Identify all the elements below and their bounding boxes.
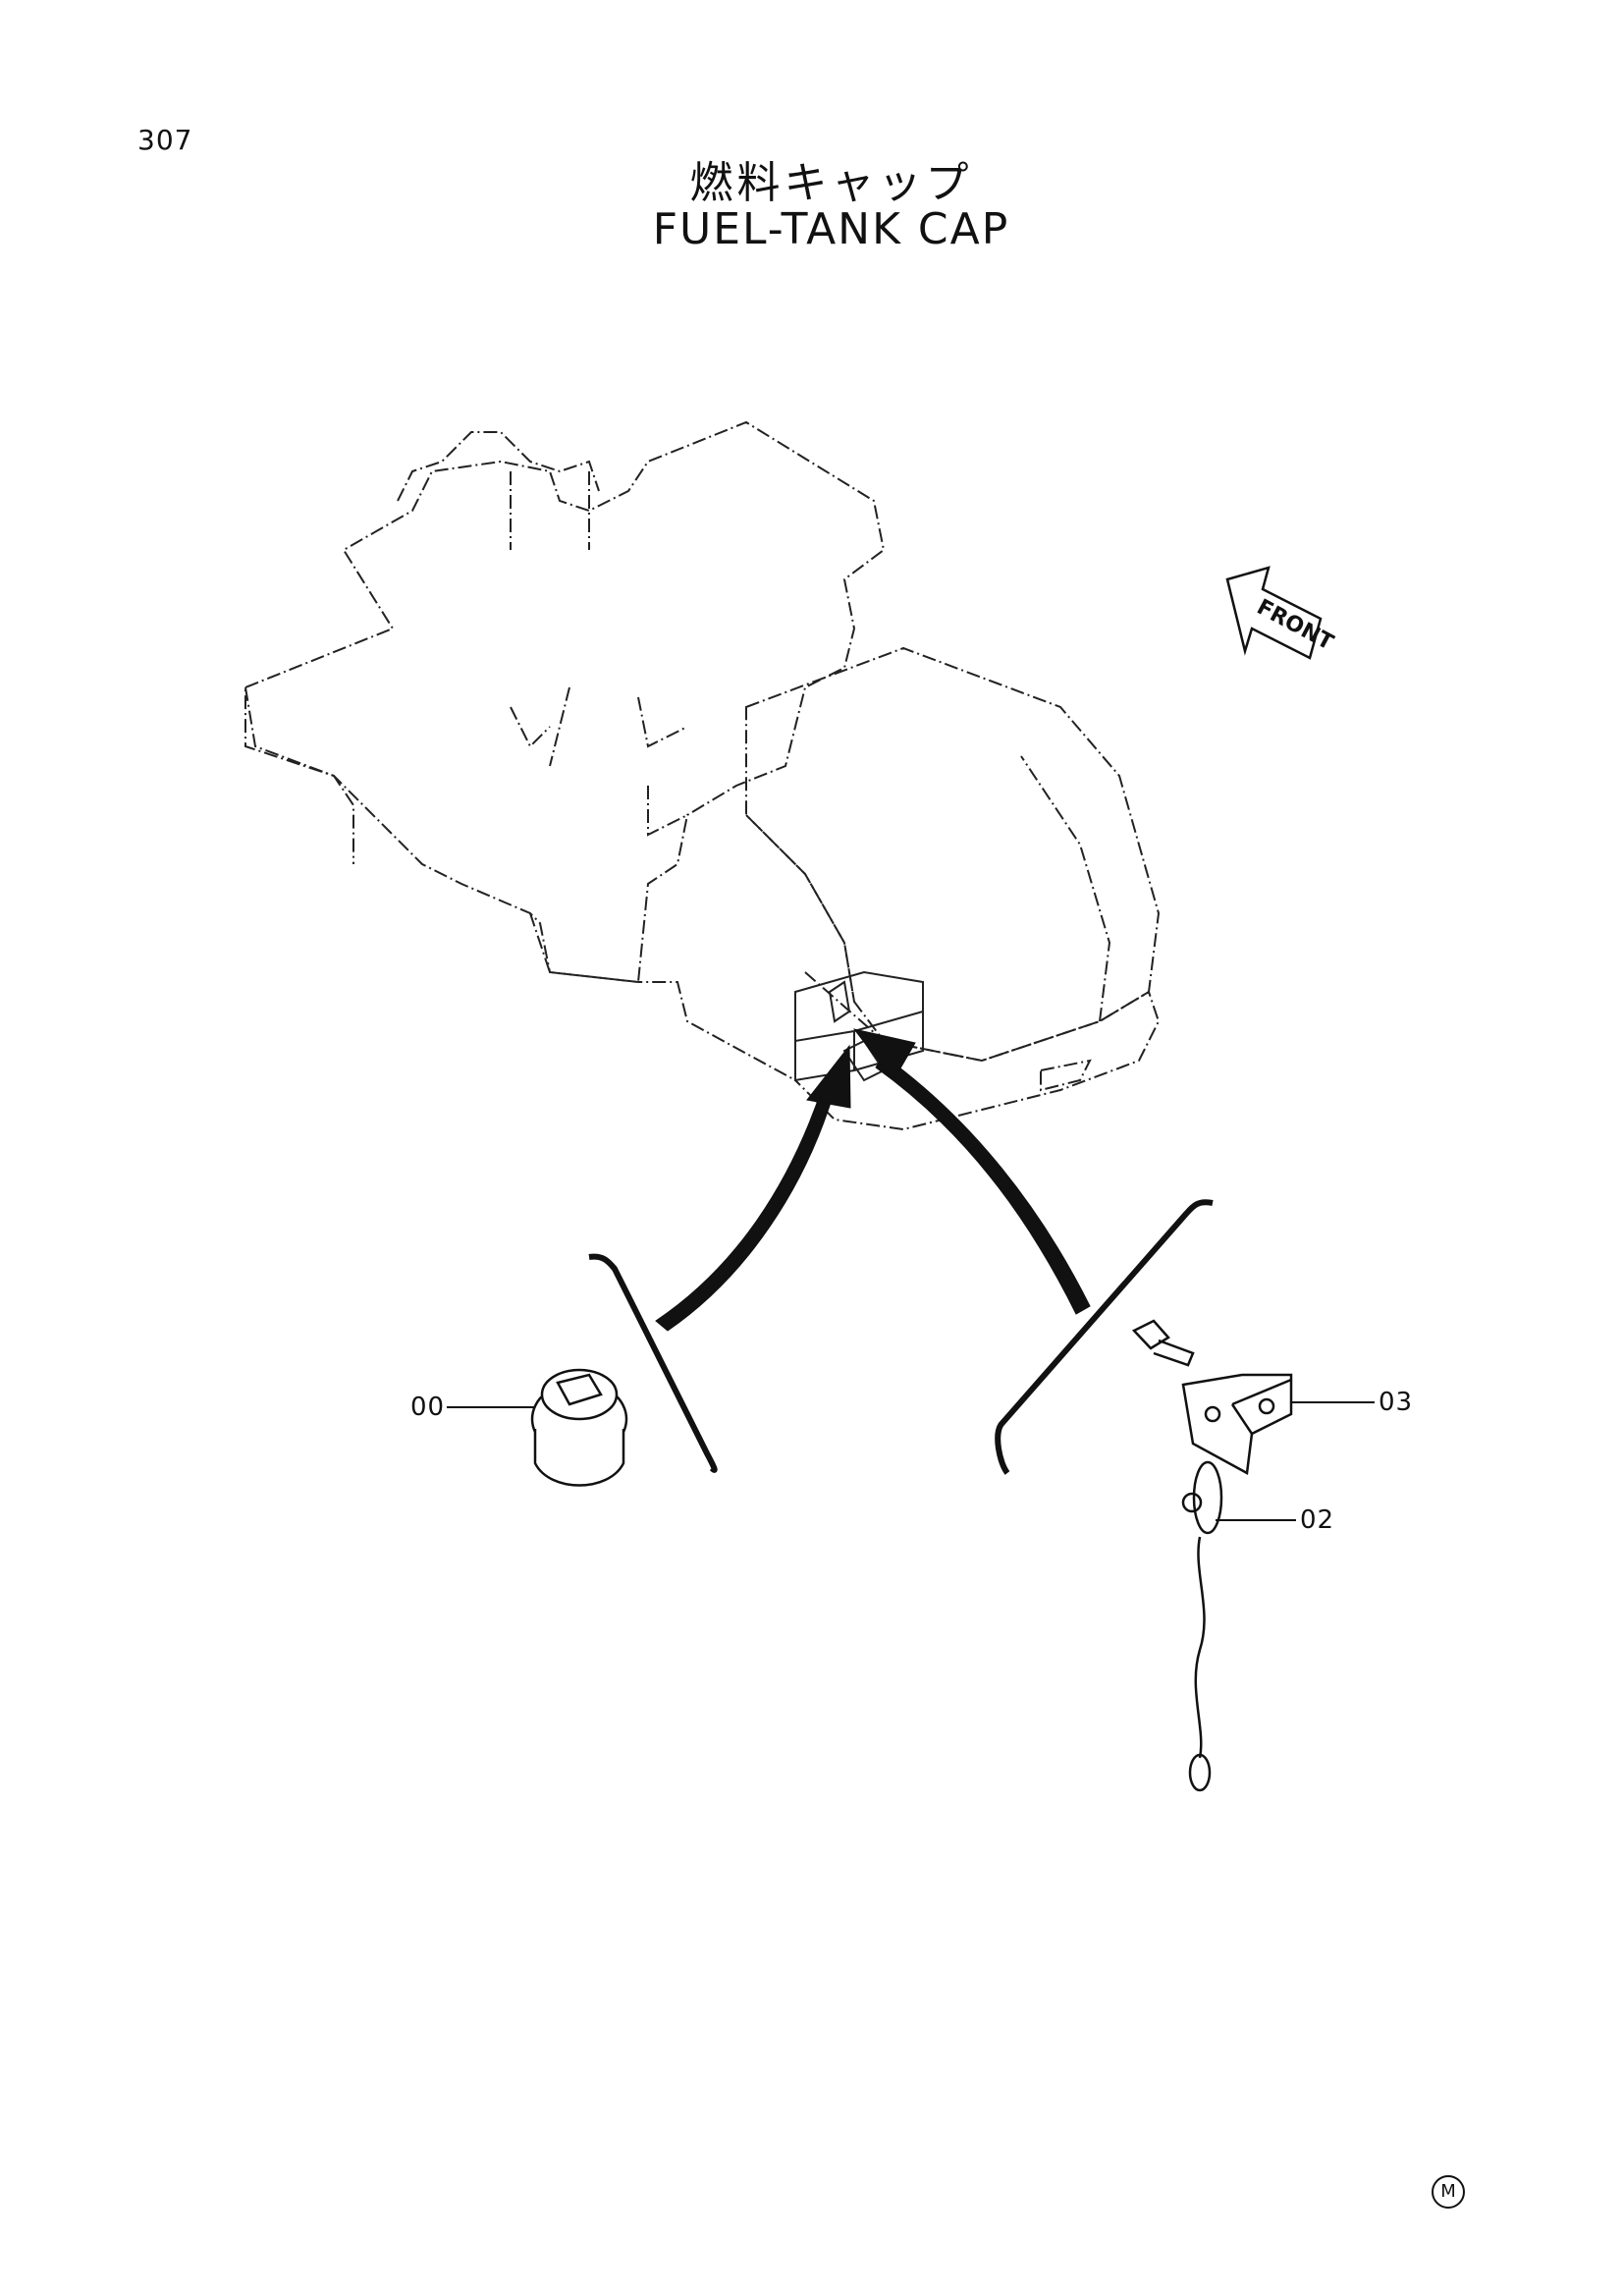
callout-00: 00 xyxy=(410,1393,446,1422)
cord-wire xyxy=(1194,1536,1206,1759)
pointer-arrow-bracket xyxy=(875,1055,1091,1315)
fuel-tank-top-edge xyxy=(745,755,1111,1022)
front-arrow-icon: FRONT xyxy=(1225,566,1337,660)
fuel-tank-base xyxy=(794,971,1161,1131)
bolt-icon xyxy=(1131,1319,1195,1367)
bracket-icon xyxy=(1181,1373,1293,1475)
corner-mark: M xyxy=(1432,2175,1465,2209)
pointer-arrow-bracket-head xyxy=(852,1028,916,1081)
fuel-cap-side xyxy=(533,1429,625,1487)
machine-frame-outline xyxy=(244,420,886,984)
pointer-arrow-cap xyxy=(655,1085,836,1332)
callout-03: 03 xyxy=(1379,1388,1414,1417)
bracket-hole-2 xyxy=(1258,1397,1275,1415)
bracket-fold xyxy=(1230,1378,1292,1435)
filler-housing-depth xyxy=(794,1011,924,1082)
frame-bottom-edge xyxy=(529,912,796,1081)
page-number: 307 xyxy=(137,124,193,156)
fuel-cap-key xyxy=(556,1373,603,1406)
title-japanese: 燃料キャップ xyxy=(689,158,973,208)
cord-clip xyxy=(1181,1492,1203,1513)
cord-loop-bottom xyxy=(1188,1753,1212,1792)
machine-right-flap xyxy=(1040,1059,1092,1092)
machine-left-wing xyxy=(244,686,354,864)
cord-loop-top xyxy=(1192,1460,1223,1535)
callout-02: 02 xyxy=(1300,1505,1335,1535)
pointer-arrow-cap-head xyxy=(806,1044,851,1109)
frame-mid-detail xyxy=(510,686,688,837)
machine-upper-frame xyxy=(397,431,600,550)
fuel-tank-box xyxy=(745,646,1161,1063)
bracket-hole-1 xyxy=(1204,1405,1221,1423)
title-english: FUEL-TANK CAP xyxy=(652,204,1010,254)
break-bracket-right xyxy=(995,1199,1214,1475)
filler-neck xyxy=(828,980,851,1023)
break-bracket-left xyxy=(588,1253,718,1473)
